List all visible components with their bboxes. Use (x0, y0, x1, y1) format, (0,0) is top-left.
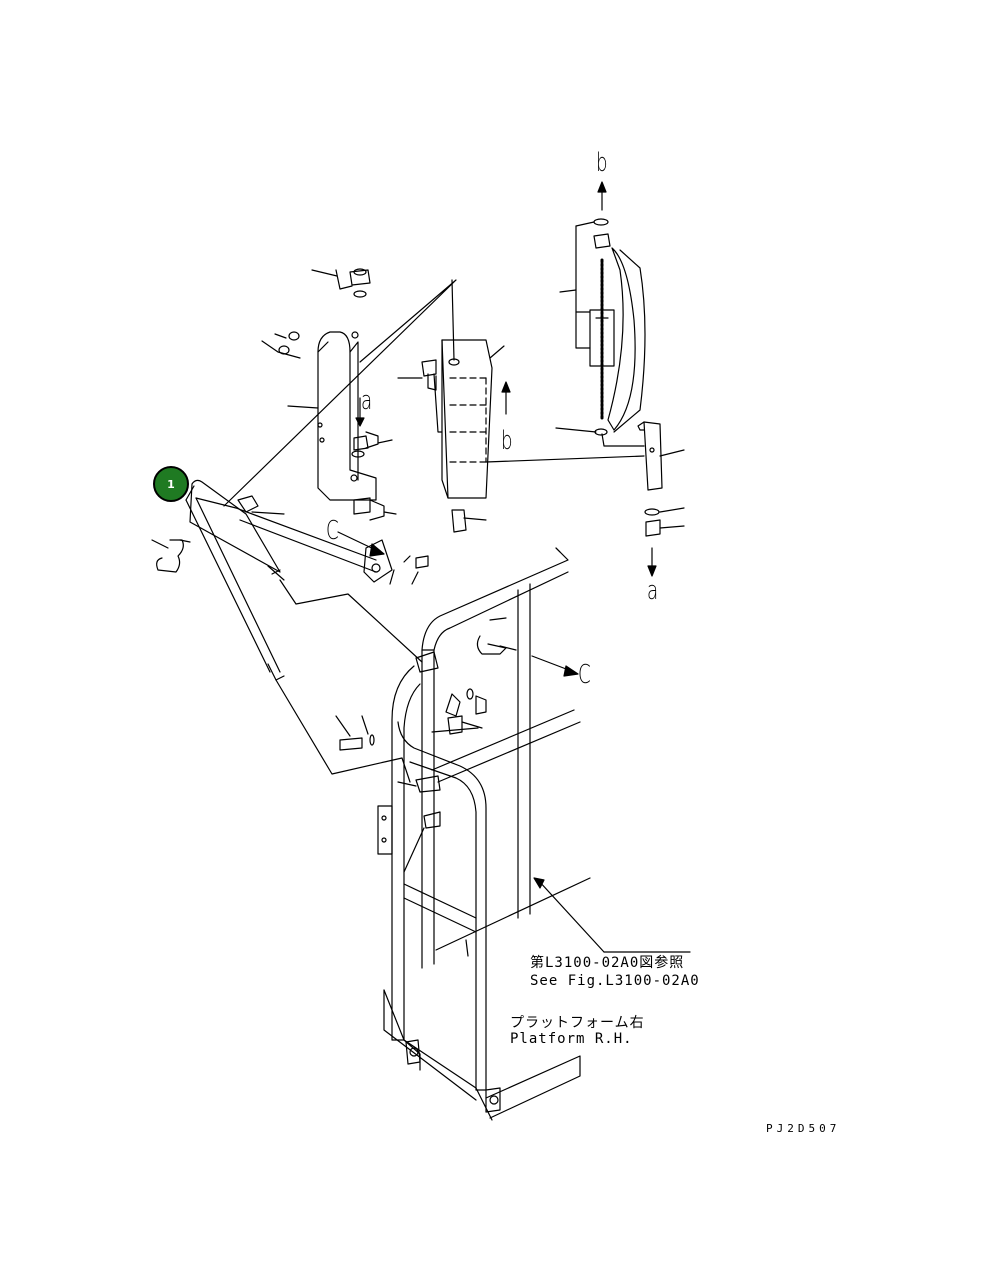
label-c-left: C (326, 516, 339, 546)
mirror-arm (151, 479, 429, 783)
middle-bracket (397, 339, 511, 533)
platform-label-en: Platform R.H. (510, 1031, 633, 1047)
label-b-top: b (596, 148, 608, 178)
reference-jp: 第L3100-02A0図参照 (530, 955, 685, 971)
drawing-code: PJ2D507 (766, 1122, 841, 1135)
platform-label-jp: プラットフォーム右 (510, 1015, 645, 1031)
left-bracket-hardware (261, 268, 397, 521)
mirror-stay (485, 421, 685, 577)
label-a-lower: a (647, 576, 659, 606)
reference-en: See Fig.L3100-02A0 (530, 973, 700, 989)
label-a-upper: a (361, 386, 373, 416)
left-bracket (317, 331, 377, 501)
label-c-right: C (578, 660, 591, 690)
platform-handrail (335, 547, 691, 1121)
leader-line (451, 279, 455, 361)
leader-line (223, 279, 457, 507)
mirror-assembly (555, 181, 646, 436)
callout-part-1[interactable]: 1 (153, 466, 189, 502)
label-b-middle: b (501, 426, 513, 456)
